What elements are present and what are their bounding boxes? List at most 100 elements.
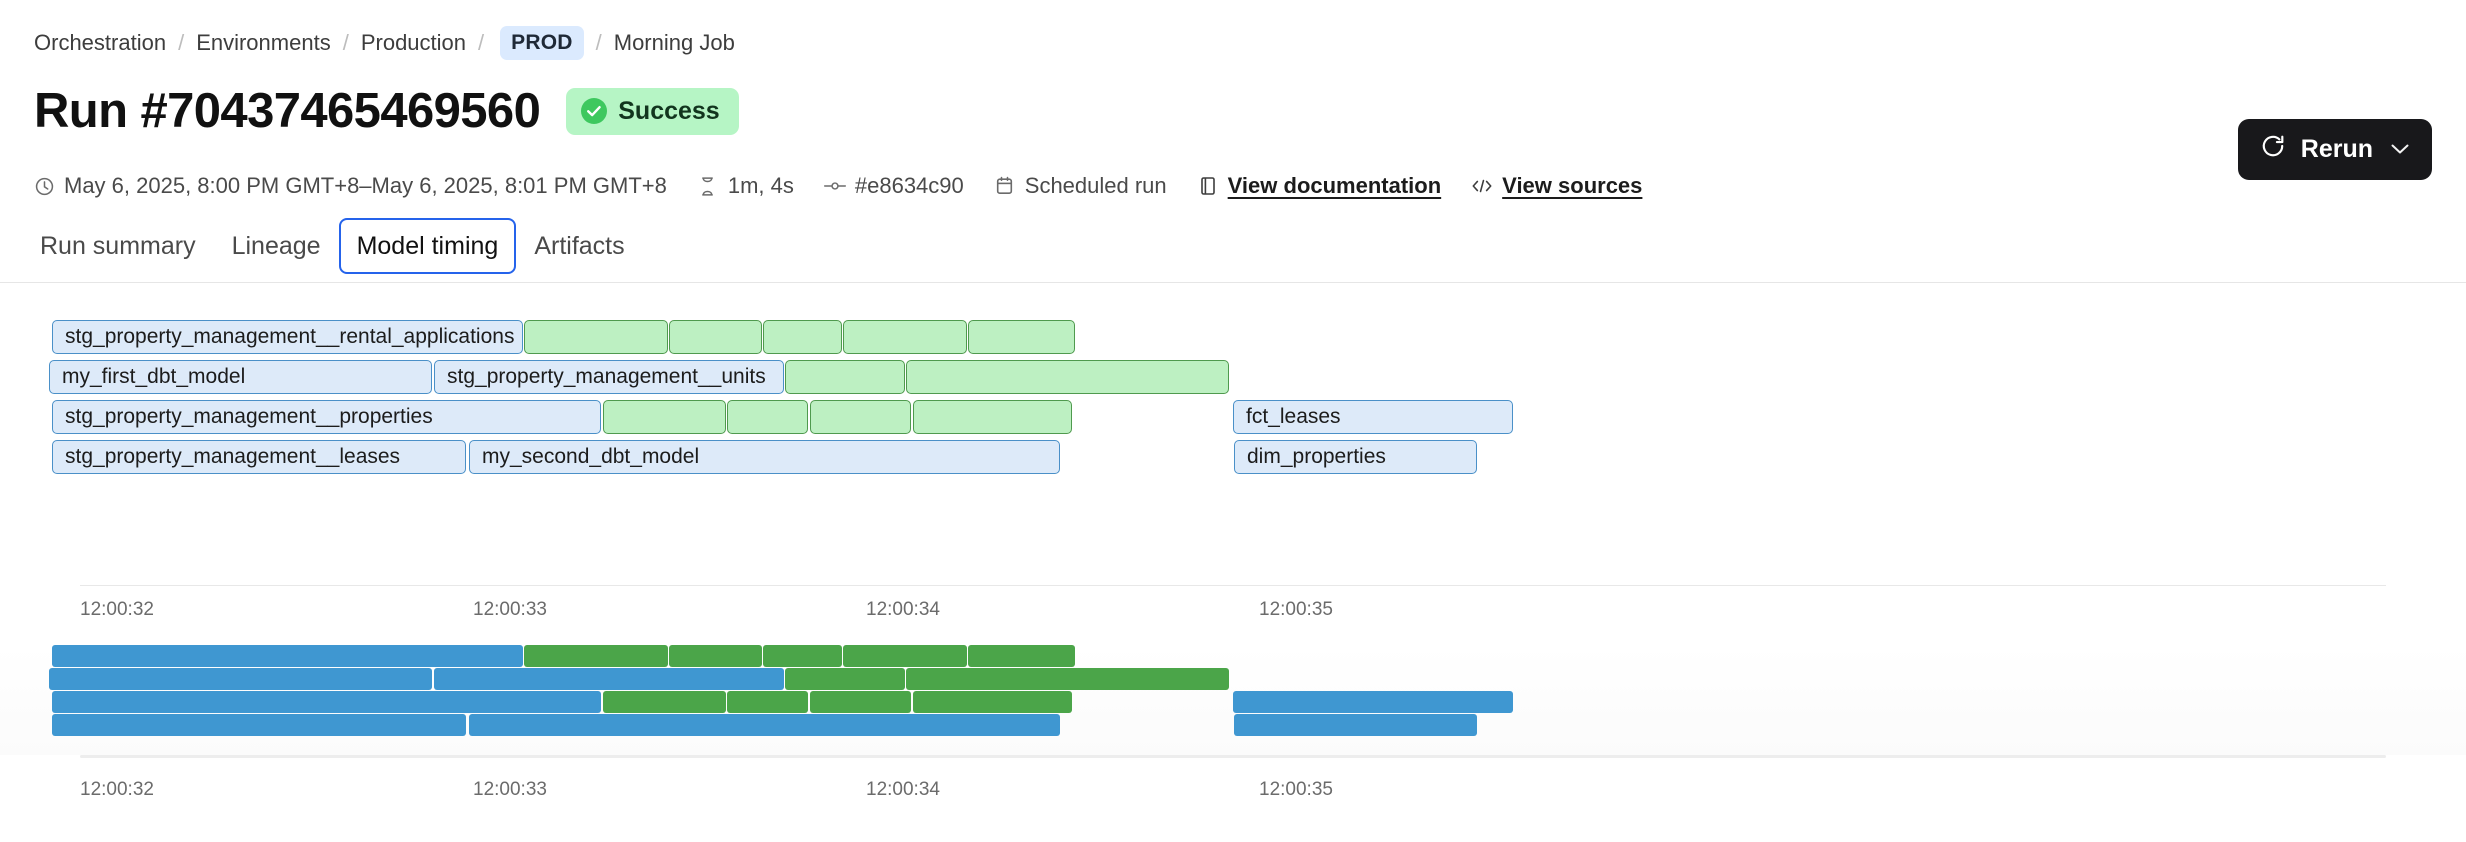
minimap-row: [0, 691, 2466, 713]
minimap-bar[interactable]: [669, 645, 762, 667]
refresh-icon: [2260, 133, 2286, 166]
tab-model-timing[interactable]: Model timing: [338, 218, 517, 274]
minimap-row: [0, 645, 2466, 667]
clock-icon: [33, 175, 55, 197]
tab-artifacts[interactable]: Artifacts: [534, 232, 625, 260]
breadcrumb-env-badge: PROD: [500, 26, 584, 60]
minimap-bar[interactable]: [52, 691, 601, 713]
gantt-bar-test[interactable]: [913, 400, 1072, 434]
axis-tick-label: 12:00:34: [866, 779, 940, 800]
minimap-baseline: [80, 755, 2386, 758]
gantt-bar-test[interactable]: [524, 320, 668, 354]
minimap-bar[interactable]: [434, 668, 784, 690]
meta-timerange-label: May 6, 2025, 8:00 PM GMT+8–May 6, 2025, …: [64, 173, 667, 198]
gantt-bar-label: my_second_dbt_model: [482, 445, 700, 468]
breadcrumb-separator: /: [342, 30, 349, 55]
gantt-row: stg_property_management__rental_applicat…: [0, 320, 2466, 354]
book-icon: [1197, 175, 1219, 197]
meta-duration-label: 1m, 4s: [727, 173, 794, 198]
gantt-bar-test[interactable]: [785, 360, 905, 394]
tab-run-summary[interactable]: Run summary: [40, 232, 196, 260]
gantt-bar-test[interactable]: [906, 360, 1229, 394]
axis-tick-label: 12:00:35: [1259, 599, 1333, 620]
view-sources-link[interactable]: View sources: [1502, 173, 1643, 198]
view-documentation-link[interactable]: View documentation: [1227, 173, 1442, 198]
gantt-bar-test[interactable]: [968, 320, 1075, 354]
code-icon: [1471, 175, 1493, 197]
minimap-bar[interactable]: [1233, 691, 1513, 713]
gantt-bar-fct_leases[interactable]: fct_leases: [1233, 400, 1513, 434]
minimap-row: [0, 668, 2466, 690]
breadcrumb-item-production[interactable]: Production: [360, 30, 467, 55]
breadcrumb-separator: /: [478, 30, 485, 55]
minimap-bar[interactable]: [727, 691, 808, 713]
gantt-bar-stg_property_management__rental_applications[interactable]: stg_property_management__rental_applicat…: [52, 320, 523, 354]
hourglass-icon: [697, 175, 719, 197]
breadcrumb-item-environments[interactable]: Environments: [196, 30, 331, 55]
minimap-bar[interactable]: [603, 691, 726, 713]
minimap-bar[interactable]: [524, 645, 668, 667]
rerun-button[interactable]: Rerun: [2237, 119, 2432, 180]
axis-tick-label: 12:00:34: [866, 599, 940, 620]
meta-trigger: Scheduled run: [994, 172, 1167, 200]
gantt-bar-label: dim_properties: [1247, 445, 1386, 468]
rerun-label: Rerun: [2300, 135, 2373, 163]
breadcrumb-item-orchestration[interactable]: Orchestration: [34, 30, 167, 55]
gantt-bar-test[interactable]: [843, 320, 967, 354]
calendar-icon: [994, 175, 1016, 197]
axis-tick-label: 12:00:32: [80, 599, 154, 620]
gantt-bar-stg_property_management__properties[interactable]: stg_property_management__properties: [52, 400, 601, 434]
minimap-bar[interactable]: [913, 691, 1072, 713]
status-badge: Success: [566, 87, 739, 135]
gantt-bar-dim_properties[interactable]: dim_properties: [1234, 440, 1477, 474]
axis-tick-label: 12:00:35: [1259, 779, 1333, 800]
gantt-bar-label: stg_property_management__units: [447, 365, 766, 388]
axis-tick-label: 12:00:33: [473, 599, 547, 620]
minimap-bar[interactable]: [49, 668, 432, 690]
model-timing-gantt: stg_property_management__rental_applicat…: [0, 320, 2466, 570]
page-title: Run #70437465469560: [34, 84, 541, 138]
breadcrumb: Orchestration/Environments/Production/PR…: [34, 26, 735, 60]
gantt-bar-test[interactable]: [603, 400, 726, 434]
minimap-bar[interactable]: [968, 645, 1075, 667]
minimap-bar[interactable]: [906, 668, 1229, 690]
gantt-bar-test[interactable]: [810, 400, 911, 434]
run-meta-row: May 6, 2025, 8:00 PM GMT+8–May 6, 2025, …: [33, 172, 1642, 200]
minimap-bar[interactable]: [843, 645, 967, 667]
gantt-row: stg_property_management__leases my_second…: [0, 440, 2466, 474]
gantt-bar-my_second_dbt_model[interactable]: my_second_dbt_model: [469, 440, 1060, 474]
git-commit-icon: [823, 175, 846, 197]
gantt-bar-label: fct_leases: [1246, 405, 1341, 428]
meta-documentation[interactable]: View documentation: [1197, 172, 1442, 200]
minimap-bar[interactable]: [785, 668, 905, 690]
gantt-bar-label: my_first_dbt_model: [62, 365, 246, 388]
minimap-bar[interactable]: [52, 645, 523, 667]
gantt-bar-test[interactable]: [763, 320, 842, 354]
minimap-bar[interactable]: [763, 645, 842, 667]
tab-lineage[interactable]: Lineage: [231, 232, 321, 260]
meta-sources[interactable]: View sources: [1471, 172, 1642, 200]
axis-tick-label: 12:00:32: [80, 779, 154, 800]
minimap-bar[interactable]: [810, 691, 911, 713]
meta-trigger-label: Scheduled run: [1024, 173, 1167, 198]
gantt-bar-stg_property_management__units[interactable]: stg_property_management__units: [434, 360, 784, 394]
minimap-bar[interactable]: [1234, 714, 1477, 736]
meta-duration: 1m, 4s: [697, 172, 794, 200]
minimap-row: [0, 714, 2466, 736]
meta-commit-label: #e8634c90: [854, 173, 964, 198]
gantt-bar-label: stg_property_management__properties: [65, 405, 433, 428]
check-circle-icon: [581, 98, 608, 124]
gantt-bar-test[interactable]: [669, 320, 762, 354]
minimap-bar[interactable]: [52, 714, 466, 736]
minimap-bar[interactable]: [469, 714, 1060, 736]
breadcrumb-item-morning-job: Morning Job: [613, 30, 735, 55]
gantt-bar-my_first_dbt_model[interactable]: my_first_dbt_model: [49, 360, 432, 394]
gantt-bar-label: stg_property_management__rental_applicat…: [65, 325, 515, 348]
gantt-bar-test[interactable]: [727, 400, 808, 434]
status-label: Success: [618, 96, 720, 125]
tabs-divider: [0, 282, 2466, 283]
chevron-down-icon[interactable]: [2390, 139, 2410, 161]
gantt-bar-stg_property_management__leases[interactable]: stg_property_management__leases: [52, 440, 466, 474]
model-timing-minimap[interactable]: [0, 645, 2466, 758]
